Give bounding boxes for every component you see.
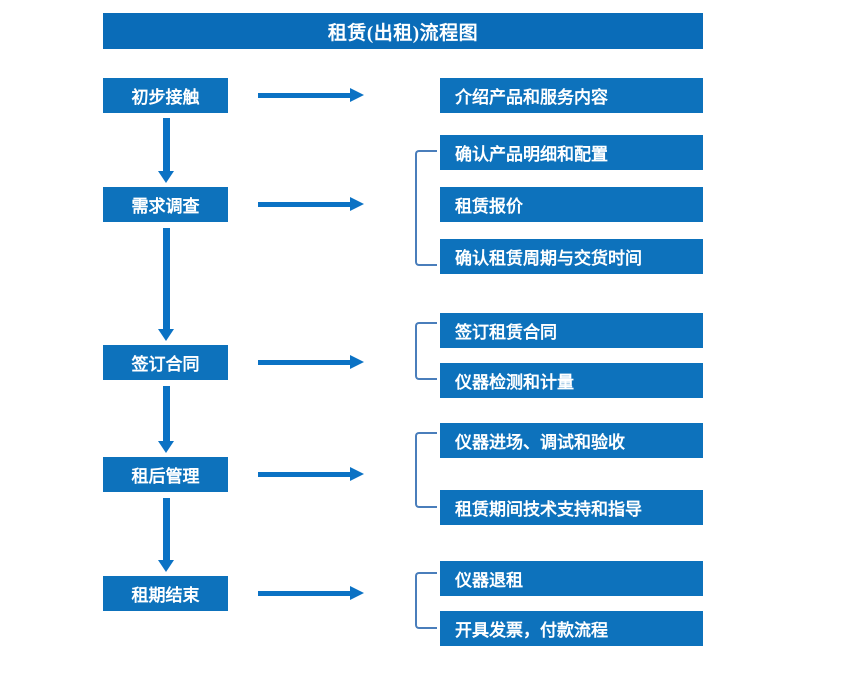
chart-title-banner: 租赁(出租)流程图 [103,13,703,49]
horizontal-arrow-3 [258,355,364,369]
vertical-arrow-2 [158,228,174,341]
detail-box-7[interactable]: 仪器进场、调试和验收 [440,423,703,458]
detail-box-2[interactable]: 确认产品明细和配置 [440,135,703,170]
detail-box-6[interactable]: 仪器检测和计量 [440,363,703,398]
stage-box-5[interactable]: 租期结束 [103,576,228,611]
arrow-shaft [163,228,170,329]
detail-box-9[interactable]: 仪器退租 [440,561,703,596]
arrow-head-icon [158,560,174,572]
detail-box-4[interactable]: 确认租赁周期与交货时间 [440,239,703,274]
arrow-head-icon [158,171,174,183]
detail-box-3[interactable]: 租赁报价 [440,187,703,222]
group-bracket-4 [415,432,437,508]
arrow-head-icon [350,88,364,102]
arrow-head-icon [158,329,174,341]
vertical-arrow-3 [158,386,174,453]
stage-box-3[interactable]: 签订合同 [103,345,228,380]
arrow-shaft [258,360,350,365]
arrow-shaft [258,472,350,477]
horizontal-arrow-2 [258,197,364,211]
arrow-shaft [258,202,350,207]
arrow-shaft [163,118,170,171]
detail-box-8[interactable]: 租赁期间技术支持和指导 [440,490,703,525]
arrow-head-icon [158,441,174,453]
arrow-shaft [163,386,170,441]
arrow-head-icon [350,355,364,369]
detail-box-5[interactable]: 签订租赁合同 [440,313,703,348]
stage-box-4[interactable]: 租后管理 [103,457,228,492]
detail-box-1[interactable]: 介绍产品和服务内容 [440,78,703,113]
arrow-shaft [258,93,350,98]
group-bracket-3 [415,322,437,380]
horizontal-arrow-4 [258,467,364,481]
detail-box-10[interactable]: 开具发票，付款流程 [440,611,703,646]
arrow-shaft [258,591,350,596]
horizontal-arrow-5 [258,586,364,600]
group-bracket-2 [415,150,437,266]
vertical-arrow-1 [158,118,174,183]
arrow-head-icon [350,197,364,211]
vertical-arrow-4 [158,498,174,572]
stage-box-1[interactable]: 初步接触 [103,78,228,113]
arrow-shaft [163,498,170,560]
stage-box-2[interactable]: 需求调查 [103,187,228,222]
horizontal-arrow-1 [258,88,364,102]
group-bracket-5 [415,572,437,629]
arrow-head-icon [350,467,364,481]
arrow-head-icon [350,586,364,600]
